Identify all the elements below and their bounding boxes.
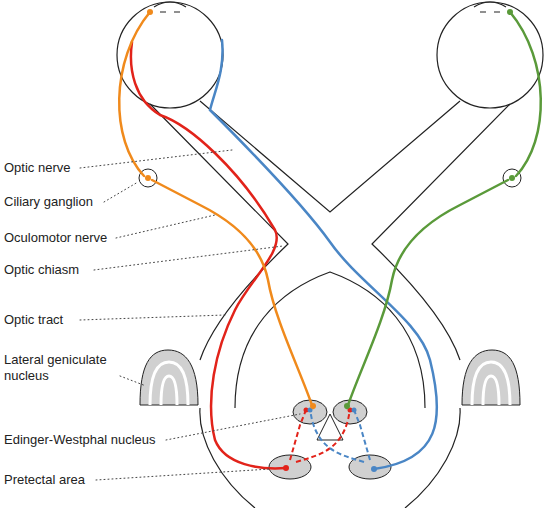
lgn-left: [140, 350, 198, 405]
synapse: [147, 9, 153, 15]
right-iris: [480, 11, 500, 12]
left-eye: [117, 2, 223, 108]
lgn-layer: [150, 362, 188, 405]
leader-line: [94, 246, 283, 270]
leader-line: [166, 414, 300, 440]
synapse: [310, 403, 316, 409]
synapse: [507, 9, 513, 15]
lgn-layer: [472, 362, 510, 405]
brain-outline: [117, 2, 543, 508]
right-cornea: [474, 2, 506, 7]
part-label: Oculomotor nerve: [4, 230, 107, 246]
aqueduct: [317, 414, 343, 440]
lateral-geniculate: [140, 350, 520, 405]
part-label: Ciliary ganglion: [4, 194, 93, 210]
interneuron-red: [296, 410, 350, 462]
synapse: [145, 175, 151, 181]
synapse: [283, 465, 289, 471]
synapse: [344, 403, 350, 409]
synapse-dots: [145, 9, 515, 472]
part-label: Pretectal area: [4, 472, 85, 488]
left-nerve-outer: [150, 104, 288, 360]
ganglia: [139, 169, 521, 187]
part-label: Lateral geniculate nucleus: [4, 352, 119, 384]
interneurons: [290, 410, 370, 462]
lgn-layer: [161, 376, 177, 405]
interneuron-red: [290, 410, 306, 460]
leader-line: [120, 376, 146, 386]
lgn-right: [462, 350, 520, 405]
part-label: Edinger-Westphal nucleus: [4, 432, 156, 448]
ew-nucleus: [293, 400, 327, 424]
left-iris: [160, 11, 180, 12]
leader-line: [104, 182, 138, 202]
ew-nucleus: [333, 400, 367, 424]
synapse: [509, 175, 515, 181]
pathways: [119, 12, 541, 469]
interneuron-blue: [310, 410, 364, 462]
chiasm-upper: [200, 101, 460, 212]
midbrain-left: [200, 408, 255, 508]
left-cornea: [154, 2, 186, 7]
part-label: Optic chiasm: [4, 262, 79, 278]
oculomotor-right: [510, 12, 541, 176]
oculomotor-left: [152, 180, 313, 408]
synapse: [352, 408, 357, 413]
leader-line: [80, 150, 232, 168]
leader-line: [116, 215, 215, 238]
synapse: [371, 466, 377, 472]
part-label: Optic tract: [4, 312, 63, 328]
leader-lines: [80, 150, 300, 480]
part-label: Optic nerve: [4, 160, 70, 176]
interneuron-blue: [354, 410, 370, 460]
leader-line: [96, 469, 270, 480]
leader-line: [80, 315, 225, 320]
afferent-red: [131, 42, 286, 468]
lgn-layer: [483, 376, 499, 405]
right-nerve-outer: [372, 104, 510, 360]
midbrain-nuclei: [269, 400, 391, 479]
midbrain-right: [405, 408, 460, 508]
oculomotor-left: [119, 12, 150, 176]
chiasm-lower: [235, 272, 425, 408]
oculomotor-right: [347, 180, 508, 408]
right-eye: [437, 2, 543, 108]
